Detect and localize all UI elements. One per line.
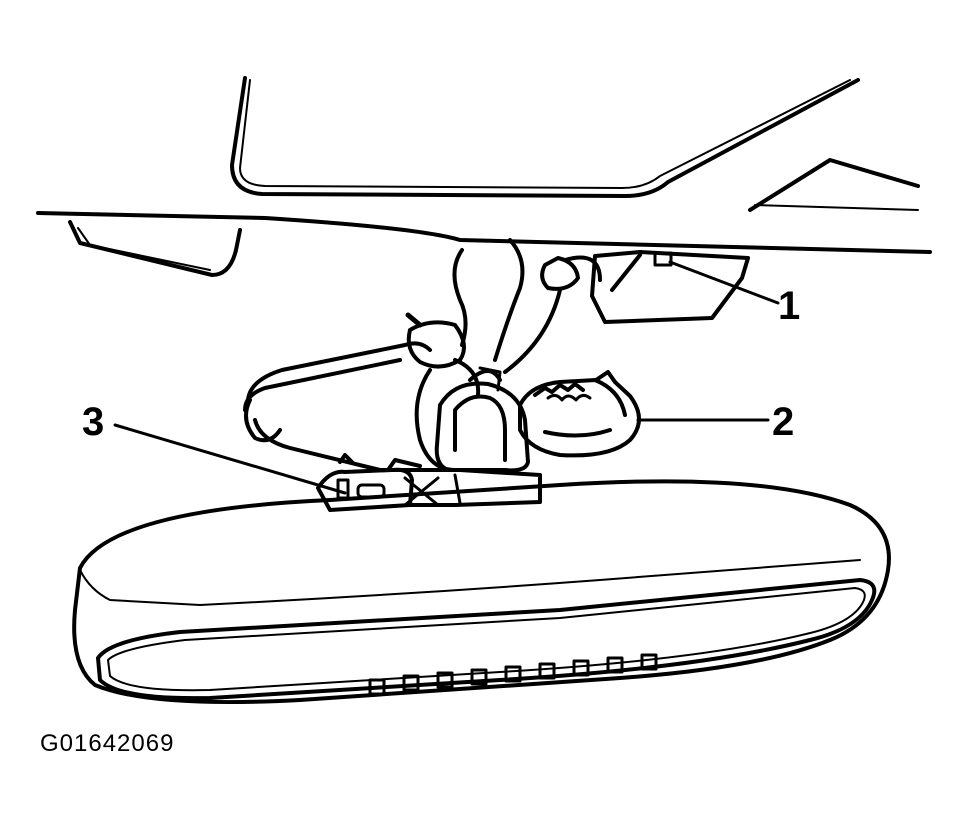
windshield-panel bbox=[232, 78, 918, 210]
callout-3-label: 3 bbox=[82, 400, 105, 444]
electrical-connector bbox=[520, 372, 639, 455]
callout-2-label: 2 bbox=[772, 400, 795, 444]
mounting-bracket bbox=[592, 252, 748, 322]
harness-clip bbox=[318, 455, 540, 510]
callout-1-label: 1 bbox=[778, 284, 801, 328]
headliner-edge bbox=[38, 213, 930, 275]
harness-boot bbox=[437, 368, 528, 470]
mirror-button-row bbox=[370, 655, 656, 694]
mirror-stem bbox=[454, 240, 600, 372]
figure-id-label: G01642069 bbox=[40, 730, 175, 757]
wire-harness bbox=[245, 315, 478, 470]
callout-1-leader bbox=[670, 262, 778, 303]
callout-3-leader bbox=[115, 425, 345, 493]
